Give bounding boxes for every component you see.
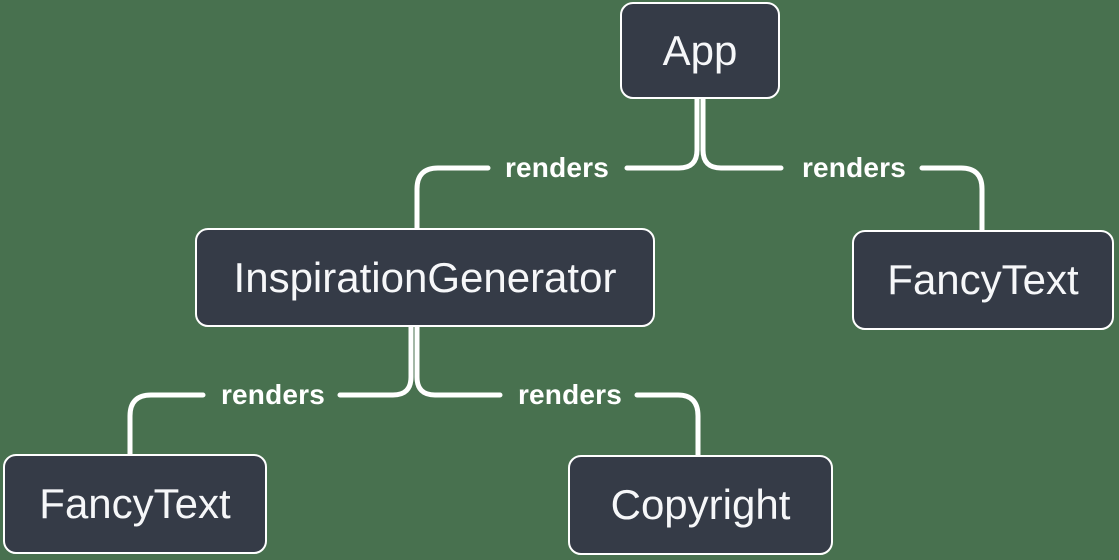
node-fancy-text-top-right: FancyText [852,230,1114,330]
node-inspiration-generator: InspirationGenerator [195,228,655,327]
edge-inspirationgenerator-to-copyright-tail [634,392,701,460]
node-fancy-text-bottom-left-label: FancyText [39,480,231,527]
node-inspiration-generator-label: InspirationGenerator [233,253,617,301]
edge-app-to-fancytext-tail [919,165,985,235]
edge-app-to-inspirationgenerator-tail [414,165,491,233]
edge-inspirationgenerator-to-fancytext-tail [127,392,206,459]
edge-app-to-fancytext-branch [700,96,784,171]
node-copyright: Copyright [568,455,833,555]
node-fancy-text-bottom-left: FancyText [3,454,267,554]
node-copyright-label: Copyright [610,481,791,528]
node-app: App [620,2,780,99]
edge-label-inspirationgenerator-copyright: renders [517,379,623,410]
node-fancy-text-top-right-label: FancyText [887,256,1079,303]
node-app-label: App [662,26,738,74]
edge-label-app-inspirationgenerator: renders [504,152,610,183]
edge-label-inspirationgenerator-fancytext: renders [220,379,326,410]
edge-app-to-inspirationgenerator-branch [624,96,700,171]
edge-inspirationgenerator-to-copyright-branch [414,324,503,398]
edge-label-app-fancytext: renders [801,152,907,183]
edge-inspirationgenerator-to-fancytext-branch [337,324,414,398]
